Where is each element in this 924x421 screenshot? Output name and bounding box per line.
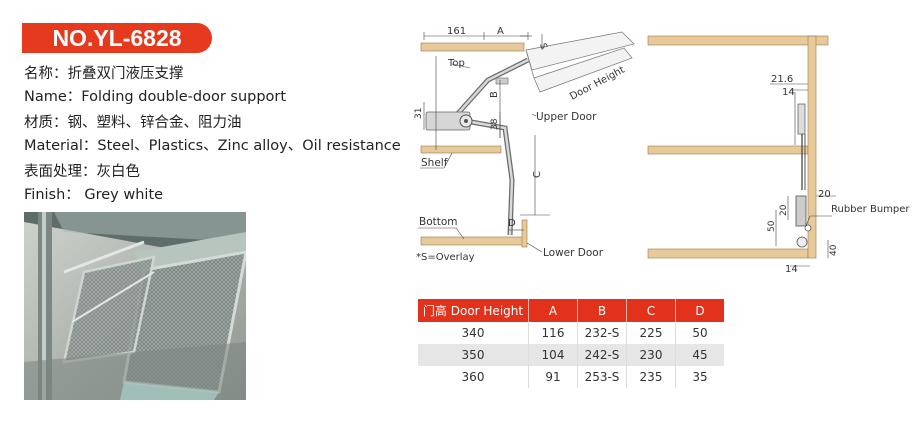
label-upper-door: Upper Door (536, 111, 597, 123)
spec-name-cn: 名称：折叠双门液压支撑 (24, 66, 184, 82)
spec-name-en: Name：Folding double-door support (24, 89, 287, 105)
dim-161: 161 (447, 26, 466, 37)
dim-40: 40 (829, 244, 839, 256)
label-bottom: Bottom (419, 216, 458, 228)
dim-20-b: 20 (779, 204, 789, 216)
dim-a: A (497, 26, 504, 37)
spec-material-en: Material：Steel、Plastics、Zinc alloy、Oil r… (24, 138, 401, 154)
cell-d: 45 (675, 344, 724, 366)
header-a: A (528, 299, 578, 322)
cell-a: 91 (528, 366, 578, 388)
label-rubber-bumper: Rubber Bumper (831, 204, 910, 215)
spec-finish-cn: 表面处理：灰白色 (24, 164, 140, 180)
dim-s: S (537, 42, 548, 50)
dim-b: B (489, 91, 500, 98)
label-top: Top (447, 58, 465, 69)
cell-c: 225 (626, 322, 676, 344)
dim-31: 31 (414, 108, 424, 119)
header-door-height: 门高 Door Height (418, 299, 529, 322)
cell-b: 253-S (577, 366, 627, 388)
dim-14-bottom: 14 (785, 264, 798, 275)
overlay-note: *S=Overlay (416, 252, 475, 263)
dim-20-a: 20 (818, 189, 831, 200)
technical-drawing: 161 A S Top Door Height 31 B 38 Upper Do… (414, 26, 910, 275)
dim-50: 50 (767, 220, 777, 232)
cell-door-height: 340 (418, 322, 529, 344)
table-header-row: 门高 Door Height A B C D (418, 299, 724, 322)
cell-c: 230 (626, 344, 676, 366)
table-row: 360 91 253-S 235 35 (418, 366, 724, 388)
product-photo (24, 212, 246, 400)
header-d: D (675, 299, 724, 322)
dim-21-6: 21.6 (771, 74, 793, 85)
dim-38: 38 (490, 118, 500, 130)
header-c: C (626, 299, 676, 322)
cell-a: 104 (528, 344, 578, 366)
table-row: 340 116 232-S 225 50 (418, 322, 724, 344)
header-b: B (577, 299, 627, 322)
label-lower-door: Lower Door (543, 247, 604, 259)
model-badge: NO.YL-6828 (22, 23, 212, 53)
left-cabinet-drawing: 161 A S Top Door Height 31 B 38 Upper Do… (414, 26, 635, 263)
cell-door-height: 350 (418, 344, 529, 366)
cell-b: 232-S (577, 322, 627, 344)
dim-d: D (508, 218, 516, 229)
cell-door-height: 360 (418, 366, 529, 388)
right-cabinet-drawing: 21.6 14 20 20 50 Rubber Bumper 40 14 (647, 35, 910, 275)
cell-c: 235 (626, 366, 676, 388)
dimension-table: 门高 Door Height A B C D 340 116 232-S 225… (418, 299, 724, 388)
cell-d: 50 (692, 326, 708, 340)
cell-d: 35 (692, 370, 708, 384)
label-shelf: Shelf (421, 157, 448, 169)
dim-14-top: 14 (782, 87, 795, 98)
cell-b: 242-S (577, 344, 627, 366)
table-row: 350 104 242-S 230 45 (418, 344, 724, 366)
cell-a: 116 (528, 322, 578, 344)
dim-c: C (532, 171, 543, 178)
spec-finish-en: Finish： Grey white (24, 187, 164, 203)
spec-material-cn: 材质：钢、塑料、锌合金、阻力油 (24, 115, 242, 131)
